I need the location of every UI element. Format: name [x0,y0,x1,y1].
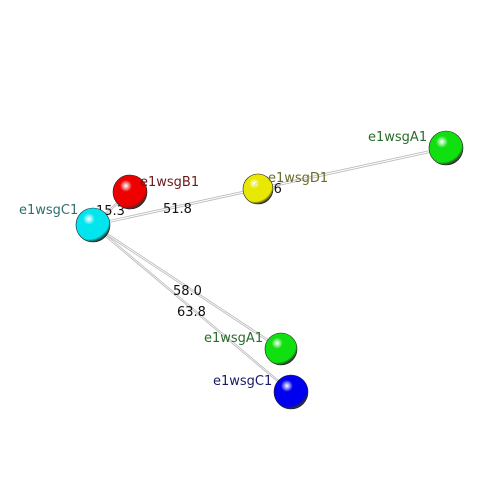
atom-e1wsgB1-red-label: e1wsgB1 [140,175,199,190]
bond-line [92,223,292,392]
bond-line [92,225,292,394]
atom-e1wsgA1-green-top[interactable] [428,130,464,166]
atom-e1wsgA1-green-bottom[interactable] [264,332,298,366]
bond-line [92,223,282,349]
distance-c1-a1-bottom-label: 58.0 [173,284,202,299]
atom-e1wsgD1-yellow-label: e1wsgD1 [268,171,328,186]
bond-line [92,189,259,227]
atom-e1wsgC1-cyan[interactable] [75,207,111,243]
bond-line [257,148,447,191]
atom-e1wsgC1-cyan-label: e1wsgC1 [19,203,78,218]
atom-e1wsgC1-blue[interactable] [273,374,309,410]
atom-e1wsgB1-red[interactable] [112,174,148,210]
atom-spheres [75,130,464,410]
distance-c1-c1-blue-label: 63.8 [177,305,206,320]
bond-lines [92,146,447,394]
distance-c1-d1-label: 51.8 [163,202,192,217]
atom-e1wsgD1-yellow[interactable] [242,173,274,205]
bond-line [92,225,282,351]
atom-labels: e1wsgC1 e1wsgB1 e1wsgD1 e1wsgA1 e1wsgA1 e1wsg… [19,130,427,389]
bond-line [92,187,259,225]
bond-line [257,146,447,189]
atom-e1wsgA1-green-bottom-label: e1wsgA1 [204,331,263,346]
atom-e1wsgC1-blue-label: e1wsgC1 [213,374,272,389]
atom-e1wsgA1-green-top-label: e1wsgA1 [368,130,427,145]
